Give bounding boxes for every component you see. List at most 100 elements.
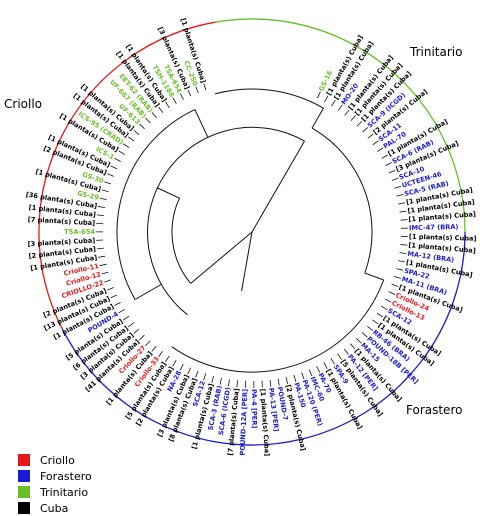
branch-arc	[171, 279, 385, 373]
leaf-branch	[316, 366, 321, 373]
leaf-branch	[236, 380, 238, 388]
leaf-branch	[96, 247, 104, 250]
leaf-branch	[101, 189, 109, 193]
leaf-branch	[114, 301, 121, 306]
leaf-branch	[195, 370, 199, 378]
leaf-branch	[301, 372, 305, 380]
leaf-branch	[398, 202, 406, 205]
leaf-branch	[337, 104, 343, 111]
leaf-branch	[330, 358, 335, 365]
branch-line	[311, 107, 324, 129]
leaf-branch	[376, 312, 384, 318]
leaf-branch	[372, 140, 379, 146]
leaf-branch	[343, 348, 349, 355]
leaf-branch	[337, 353, 343, 360]
leaf-branch	[118, 308, 125, 314]
leaf-branch	[399, 210, 407, 213]
legend-item-criollo: Criollo	[18, 452, 92, 468]
leaf-branch	[104, 279, 112, 283]
criollo-arc	[38, 21, 216, 329]
leaf-label: PA-4 [PER]	[250, 389, 258, 428]
leaf-branch	[372, 319, 379, 325]
legend-item-trinitario: Trinitario	[18, 484, 92, 500]
leaf-branch	[187, 367, 191, 375]
leaf-branch	[104, 181, 112, 185]
leaf-branch	[172, 360, 177, 367]
leaf-branch	[399, 252, 407, 255]
leaf-branch	[324, 95, 329, 103]
leaf-branch	[203, 83, 207, 91]
leaf-branch	[394, 276, 402, 279]
leaf-branch	[388, 169, 396, 174]
leaf-branch	[145, 117, 151, 124]
leaf-branch	[165, 355, 170, 362]
leaf-branch	[99, 197, 107, 201]
branch-arc	[147, 126, 305, 316]
leaf-branch	[110, 294, 118, 299]
leaf-branch	[293, 374, 297, 382]
leaf-label: IMC-47 (BRA)	[409, 223, 459, 232]
leaf-branch	[151, 345, 157, 352]
leaf-branch	[367, 325, 374, 332]
group-arcs	[38, 18, 466, 446]
leaf-branch	[356, 338, 362, 344]
legend-label: Cuba	[40, 501, 69, 515]
leaf-branch	[195, 86, 199, 94]
leaf-branch	[277, 378, 280, 386]
trinitario-swatch	[18, 486, 30, 498]
branch-line	[364, 272, 384, 281]
leaf-branch	[396, 194, 404, 197]
branch-arc	[214, 88, 324, 109]
legend-label: Criollo	[40, 453, 75, 467]
leaf-branch	[285, 376, 289, 384]
leaf-branch	[269, 379, 272, 387]
leaf-branch	[145, 340, 151, 347]
branch-arc	[116, 109, 196, 300]
leaf-branch	[96, 214, 104, 217]
tree-branches	[116, 88, 385, 373]
leaf-branch	[219, 377, 222, 385]
leaf-branch	[350, 115, 356, 121]
leaf-branch	[350, 343, 356, 350]
leaf-branch	[99, 263, 107, 267]
leaf-branch	[172, 97, 177, 104]
leaf-branch	[211, 375, 214, 383]
leaf-branch	[128, 136, 135, 142]
legend-item-forastero: Forastero	[18, 468, 92, 484]
branch-line	[134, 284, 162, 300]
branch-line	[251, 140, 305, 233]
leaf-branch	[98, 255, 106, 258]
leaf-branch	[179, 364, 184, 371]
leaf-branch	[165, 101, 170, 109]
leaf-branch	[228, 379, 230, 387]
leaf-branch	[107, 287, 114, 291]
leaf-branch	[203, 373, 207, 381]
trinitario-arc	[214, 18, 466, 233]
trinitario-arc-label: Trinitario	[410, 45, 463, 59]
leaf-branch	[331, 99, 336, 107]
leaf-branch	[308, 369, 313, 377]
branch-line	[194, 109, 209, 138]
leaf-branch	[139, 334, 145, 341]
leaf-branch	[123, 315, 130, 321]
leaf-branch	[361, 332, 368, 338]
leaf-branch	[388, 291, 396, 295]
leaf-branch	[187, 89, 192, 97]
leaf-branch	[381, 154, 388, 159]
leaf-branch	[179, 93, 184, 100]
leaf-branch	[400, 219, 408, 221]
leaf-branch	[381, 305, 388, 311]
branch-line	[241, 231, 253, 292]
leaf-branch	[391, 177, 399, 181]
criollo-arc-label: Criollo	[4, 97, 42, 111]
leaf-branch	[385, 162, 392, 166]
forastero-swatch	[18, 470, 30, 482]
leaf-labels: GS-16[1 planta(s) Cuba][1 planta(s) Cuba…	[25, 17, 476, 456]
leaf-branch	[367, 133, 374, 139]
leaf-branch	[323, 362, 328, 369]
forastero-arc-label: Forastero	[406, 403, 463, 417]
branch-line	[156, 187, 180, 199]
leaf-branch	[394, 185, 402, 189]
forastero-arc	[61, 231, 466, 446]
